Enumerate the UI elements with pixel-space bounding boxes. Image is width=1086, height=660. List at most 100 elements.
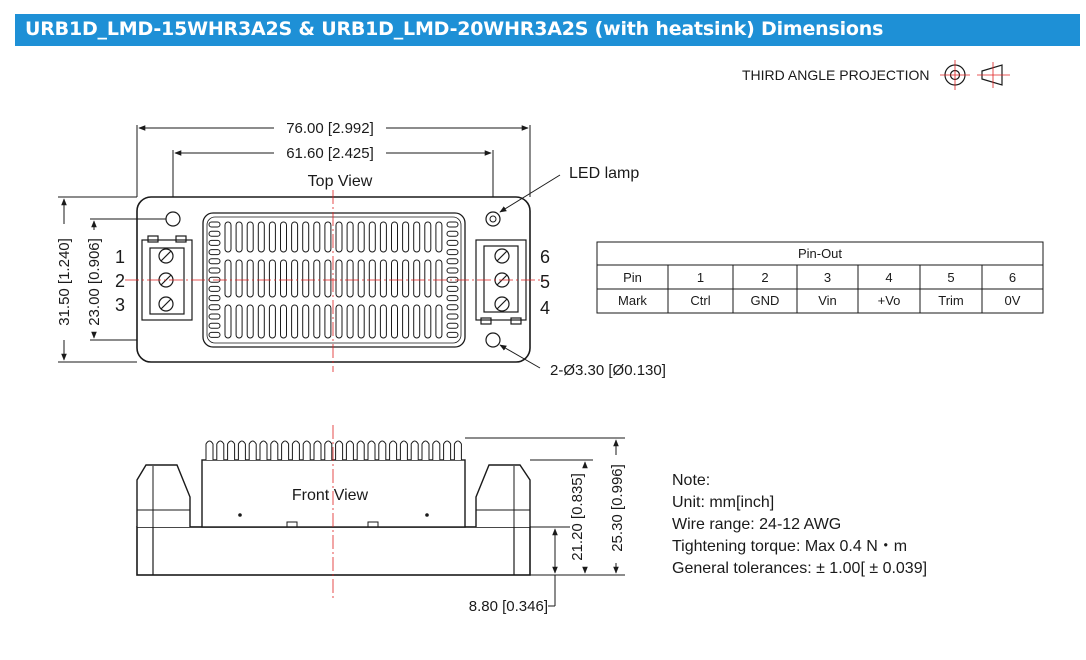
front-fin xyxy=(399,440,408,460)
note-torque: Tightening torque: Max 0.4 N・m xyxy=(672,538,907,555)
heatsink-slot xyxy=(446,221,459,228)
heatsink-slot xyxy=(268,259,276,298)
led-lamp-indicator xyxy=(485,211,501,227)
heatsink-slot xyxy=(446,285,459,292)
front-fin xyxy=(453,440,462,460)
front-fin xyxy=(421,440,430,460)
heatsink-slot xyxy=(280,304,287,339)
heatsink-slot xyxy=(424,259,432,298)
heatsink-slot xyxy=(224,259,232,298)
heatsink-slot xyxy=(379,259,387,298)
front-terminal-left xyxy=(136,464,191,527)
dim-hole-spacing: 61.60 [2.425] xyxy=(286,145,374,162)
heatsink-slot xyxy=(446,295,459,302)
front-fin xyxy=(389,440,398,460)
dim-base-height: 8.80 [0.346] xyxy=(469,598,548,615)
pinout-pin-cell: 2 xyxy=(761,270,768,285)
heatsink-slot xyxy=(446,322,459,329)
heatsink-slot xyxy=(224,304,232,339)
heatsink-slot xyxy=(446,249,459,256)
front-fin xyxy=(443,440,452,460)
heatsink-slot xyxy=(313,304,321,339)
heatsink-slot xyxy=(391,259,398,298)
note-heading: Note: xyxy=(672,472,710,489)
heatsink-slot xyxy=(379,304,387,339)
heatsink-slot xyxy=(208,295,221,302)
heatsink-slot xyxy=(208,322,221,329)
heatsink-slot xyxy=(280,259,287,298)
heatsink-slot xyxy=(346,304,354,339)
dim-body-height: 21.20 [0.835] xyxy=(569,473,586,561)
heatsink-slot xyxy=(291,259,299,298)
heatsink-slot xyxy=(335,221,343,253)
heatsink-slot xyxy=(302,304,310,339)
heatsink-slot xyxy=(435,304,443,339)
heatsink-slot xyxy=(324,221,332,253)
heatsink-slot xyxy=(357,221,365,253)
heatsink-slot xyxy=(246,221,254,253)
heatsink-slot xyxy=(402,221,410,253)
heatsink-slot xyxy=(335,259,343,298)
pin-label-6: 6 xyxy=(540,247,550,267)
heatsink-slot xyxy=(446,239,459,246)
heatsink-slot xyxy=(324,304,332,339)
pinout-pin-cell: Pin xyxy=(623,270,642,285)
heatsink-slot xyxy=(446,313,459,320)
projection-symbol-icon xyxy=(940,60,1010,90)
pinout-mark-cell: Trim xyxy=(938,293,964,308)
pin-label-3: 3 xyxy=(115,295,125,315)
front-heatsink-body xyxy=(201,459,466,528)
pinout-mark-cell: Mark xyxy=(618,293,647,308)
pin-label-4: 4 xyxy=(540,298,550,318)
heatsink-slot xyxy=(446,267,459,274)
terminal-block-right xyxy=(475,239,527,325)
pinout-mark-cell: 0V xyxy=(1005,293,1021,308)
front-heatsink-fins xyxy=(205,440,462,460)
front-fin xyxy=(335,440,344,460)
heatsink-slot xyxy=(346,221,354,253)
heatsink-slot xyxy=(268,221,276,253)
front-fin xyxy=(410,440,419,460)
front-fin xyxy=(356,440,365,460)
heatsink-slot xyxy=(446,230,459,237)
front-fin xyxy=(248,440,257,460)
heatsink-slot xyxy=(402,259,410,298)
title-bar: URB1D_LMD-15WHR3A2S & URB1D_LMD-20WHR3A2… xyxy=(15,14,1080,46)
heatsink-slot xyxy=(368,259,376,298)
heatsink-slot xyxy=(208,230,221,237)
pinout-mark-cell: GND xyxy=(751,293,780,308)
heatsink-slot xyxy=(208,249,221,256)
top-view-label: Top View xyxy=(308,173,373,190)
dim-hole-diameter: 2-Ø3.30 [Ø0.130] xyxy=(550,362,666,379)
heatsink-slot xyxy=(257,221,265,253)
front-fin xyxy=(270,440,279,460)
heatsink-slot xyxy=(413,221,421,253)
front-fin xyxy=(227,440,236,460)
heatsink-slot xyxy=(391,221,398,253)
dim-overall-width: 31.50 [1.240] xyxy=(56,238,73,326)
heatsink-slot xyxy=(208,313,221,320)
heatsink-slot xyxy=(435,259,443,298)
heatsink-slot xyxy=(357,304,365,339)
heatsink-slot xyxy=(391,304,398,339)
dim-overall-length: 76.00 [2.992] xyxy=(286,120,374,137)
front-base-plate xyxy=(136,526,531,576)
heatsink-slot xyxy=(208,239,221,246)
heatsink-slot xyxy=(291,221,299,253)
dim-total-height: 25.30 [0.996] xyxy=(609,464,626,552)
pinout-mark-cell: +Vo xyxy=(878,293,901,308)
page-title: URB1D_LMD-15WHR3A2S & URB1D_LMD-20WHR3A2… xyxy=(25,18,884,40)
heatsink-slot xyxy=(446,304,459,311)
dim-hole-width: 23.00 [0.906] xyxy=(86,238,103,326)
front-fin xyxy=(216,440,225,460)
heatsink-slot xyxy=(302,221,310,253)
front-fin xyxy=(205,440,214,460)
module-body-outline xyxy=(136,196,531,363)
front-view-label: Front View xyxy=(292,487,369,504)
front-fin xyxy=(291,440,300,460)
heatsink-slot xyxy=(208,267,221,274)
pin-label-2: 2 xyxy=(115,271,125,291)
pinout-title: Pin-Out xyxy=(798,246,842,261)
front-fin xyxy=(281,440,290,460)
mounting-hole-right xyxy=(485,332,501,348)
